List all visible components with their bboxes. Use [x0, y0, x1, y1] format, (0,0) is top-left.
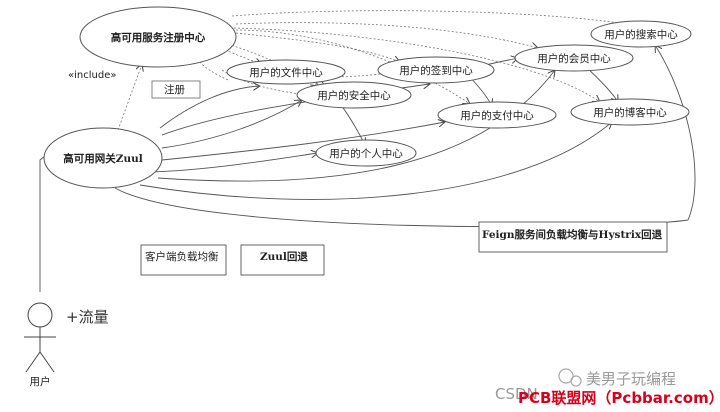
- gateway-node: 高可用网关Zuul: [43, 127, 163, 189]
- security-center-node: 用户的安全中心: [296, 81, 412, 109]
- edge-gateway-security: [161, 100, 302, 149]
- include-label: «include»: [68, 70, 116, 81]
- svg-text:用户的博客中心: 用户的博客中心: [593, 106, 667, 119]
- svg-text:用户的文件中心: 用户的文件中心: [249, 66, 323, 79]
- svg-text:客户端负载均衡: 客户端负载均衡: [145, 250, 219, 263]
- dotted-security-registry: [221, 69, 301, 95]
- edge-gateway-personal: [149, 153, 318, 173]
- svg-text:用户的安全中心: 用户的安全中心: [317, 89, 391, 102]
- checkin-center-node: 用户的签到中心: [377, 56, 495, 84]
- svg-text:Zuul回退: Zuul回退: [260, 251, 308, 263]
- svg-text:高可用服务注册中心: 高可用服务注册中心: [111, 31, 206, 44]
- search-center-node: 用户的搜索中心: [590, 20, 692, 48]
- dotted-registry-checkin: [235, 32, 400, 62]
- wechat-watermark: 美男子玩编程: [586, 370, 676, 388]
- actor-label: 用户: [30, 375, 51, 388]
- dotted-registry-search: [231, 10, 650, 28]
- dotted-include: [117, 64, 142, 131]
- member-center-node: 用户的会员中心: [514, 44, 634, 72]
- svg-text:Feign服务间负载均衡与Hystrix回退: Feign服务间负载均衡与Hystrix回退: [482, 228, 663, 241]
- svg-text:用户的会员中心: 用户的会员中心: [537, 52, 611, 65]
- svg-text:用户的个人中心: 用户的个人中心: [329, 147, 403, 160]
- wechat-icon: [558, 368, 582, 387]
- zuul-fallback-note: Zuul回退: [240, 244, 325, 276]
- payment-center-node: 用户的支付中心: [437, 101, 557, 129]
- dotted-registry-member: [235, 22, 538, 48]
- register-label: 注册: [151, 80, 201, 99]
- client-lb-note: 客户端负载均衡: [140, 244, 227, 276]
- edge-gateway-file: [159, 86, 260, 129]
- svg-text:注册: 注册: [164, 83, 185, 96]
- dotted-registry-blog: [233, 27, 600, 102]
- svg-text:高可用网关Zuul: 高可用网关Zuul: [63, 152, 142, 165]
- actor-head: [27, 302, 53, 328]
- csdn-watermark: CSDN: [495, 385, 538, 403]
- edge-gateway-payment: [161, 122, 445, 161]
- edge-gateway-blog: [139, 122, 612, 200]
- file-center-node: 用户的文件中心: [226, 59, 346, 85]
- site-watermark: PCB联盟网（Pcbbar.com）: [518, 389, 720, 407]
- svg-text:用户的支付中心: 用户的支付中心: [460, 109, 534, 122]
- svg-text:用户的搜索中心: 用户的搜索中心: [604, 28, 678, 41]
- svg-text:用户的签到中心: 用户的签到中心: [399, 64, 473, 77]
- dotted-registry-payment: [235, 29, 470, 104]
- blog-center-node: 用户的博客中心: [570, 98, 690, 126]
- personal-center-node: 用户的个人中心: [315, 139, 417, 167]
- edge-member-blog: [584, 65, 618, 102]
- user-actor: [24, 302, 56, 373]
- registry-node: 高可用服务注册中心: [79, 6, 237, 68]
- feign-note: Feign服务间负载均衡与Hystrix回退: [478, 221, 668, 253]
- traffic-label: +流量: [66, 308, 109, 326]
